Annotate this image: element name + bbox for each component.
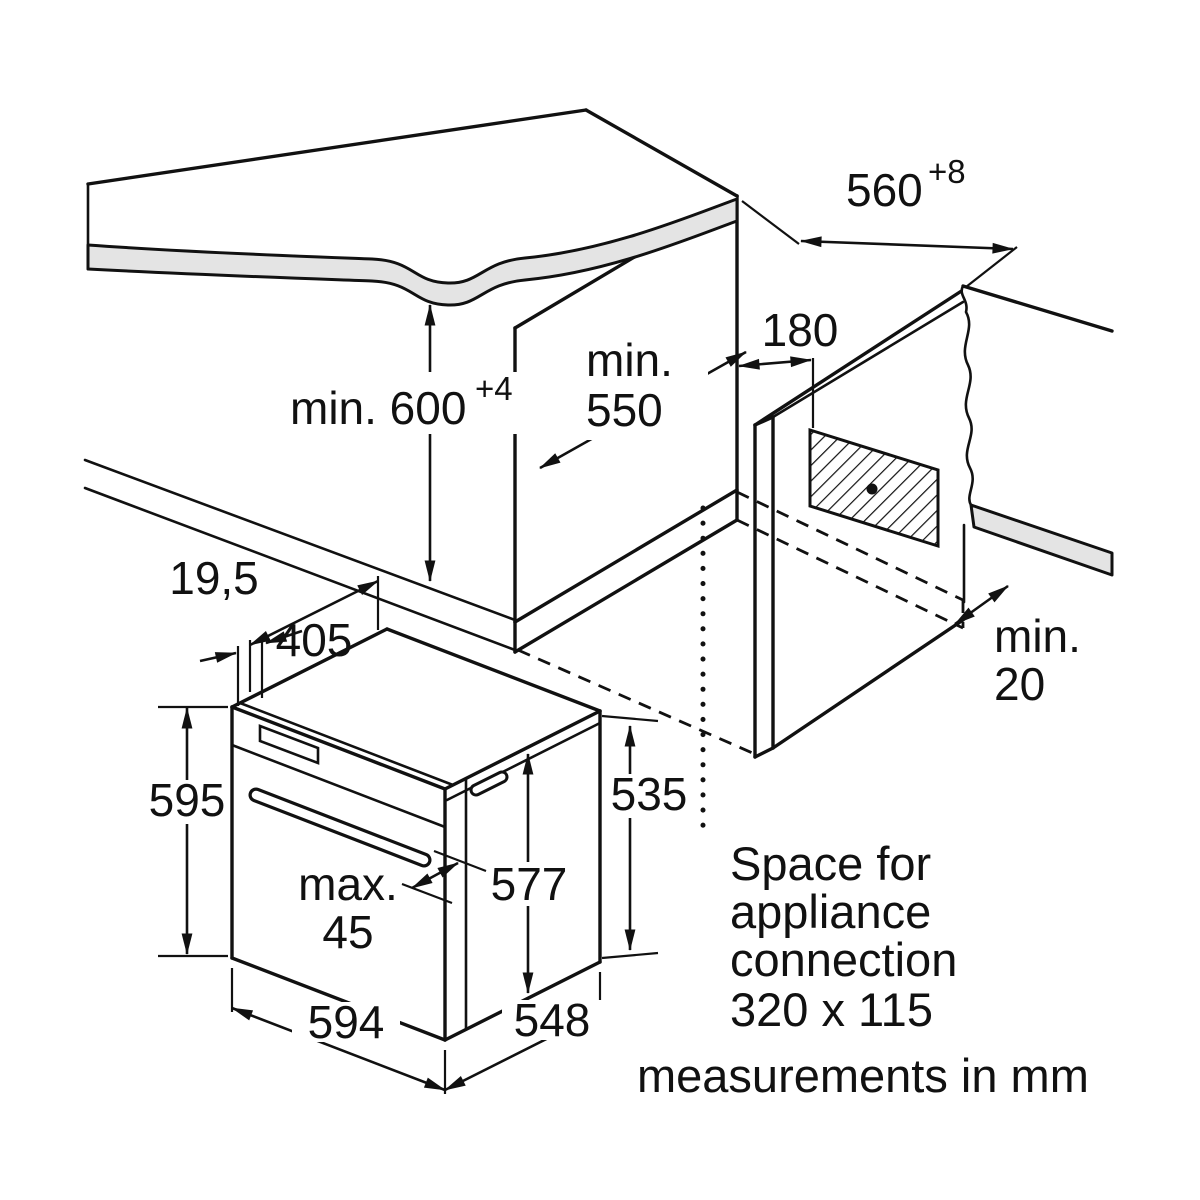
- base-cabinet-lines: [83, 458, 517, 652]
- label-niche-height-tolerance: +4: [475, 370, 513, 407]
- label-units: measurements in mm: [637, 1049, 1089, 1102]
- label-niche-depth-line2: 550: [586, 384, 663, 436]
- oven: [230, 627, 602, 1042]
- dim-niche-width-arrow: [800, 236, 1014, 254]
- worktop-left-surface: [88, 110, 737, 284]
- worktop-right: [960, 284, 1114, 577]
- oven-control-panel-line: [230, 743, 447, 829]
- dim-rear-gap-arrow: [954, 584, 1009, 626]
- oven-front: [232, 707, 445, 1040]
- dim-oven-width-arrow: [231, 1006, 446, 1092]
- dim-fascia-arrow-left: [199, 651, 237, 663]
- worktop-left-edge-band: [86, 197, 739, 307]
- label-rear-gap-line2: 20: [994, 658, 1045, 710]
- oven-top: [232, 629, 600, 789]
- label-oven-width: 594: [308, 996, 385, 1048]
- label-oven-rear-height: 535: [611, 768, 688, 820]
- label-rear-gap-line1: min.: [994, 610, 1081, 662]
- label-oven-top-depth: 405: [276, 614, 353, 666]
- oven-display: [258, 724, 320, 765]
- labels: min. 600 +4 min. 550 180 560 +8 min. 20 …: [149, 153, 1089, 1102]
- label-backgrounds: [146, 340, 708, 1042]
- worktop-right-edge-band: [969, 503, 1114, 577]
- worktop-right-surface: [961, 286, 1112, 553]
- label-oven-height: 595: [149, 774, 226, 826]
- dim-connection-offset-arrow: [738, 356, 812, 370]
- label-niche-depth-line1: min.: [586, 334, 673, 386]
- note-connection-line2: appliance: [730, 885, 931, 938]
- side-panel-front-edge: [755, 417, 773, 757]
- label-oven-body-height: 577: [491, 858, 568, 910]
- worktop-right-torn-edge: [960, 284, 974, 507]
- dim-fascia-arrow-right: [265, 629, 303, 645]
- note-connection-line3: connection: [730, 933, 957, 986]
- connection-cutout: [808, 427, 940, 549]
- label-niche-height: min. 600: [290, 382, 466, 434]
- label-handle-clearance-line2: 45: [322, 906, 373, 958]
- label-niche-width-tolerance: +8: [928, 153, 966, 190]
- label-connection-offset: 180: [762, 304, 839, 356]
- label-oven-fascia-depth: 19,5: [169, 552, 259, 604]
- dim-handle-clearance-arrow: [411, 861, 459, 890]
- oven-fascia-top-line: [238, 701, 455, 787]
- label-oven-depth: 548: [514, 994, 591, 1046]
- connection-cutout-dot: [866, 483, 878, 495]
- note-connection-line1: Space for: [730, 837, 931, 890]
- label-niche-width: 560: [846, 164, 923, 216]
- note-connection-line4: 320 x 115: [730, 983, 933, 1036]
- label-handle-clearance-line1: max.: [298, 858, 398, 910]
- worktop-left: [86, 108, 739, 307]
